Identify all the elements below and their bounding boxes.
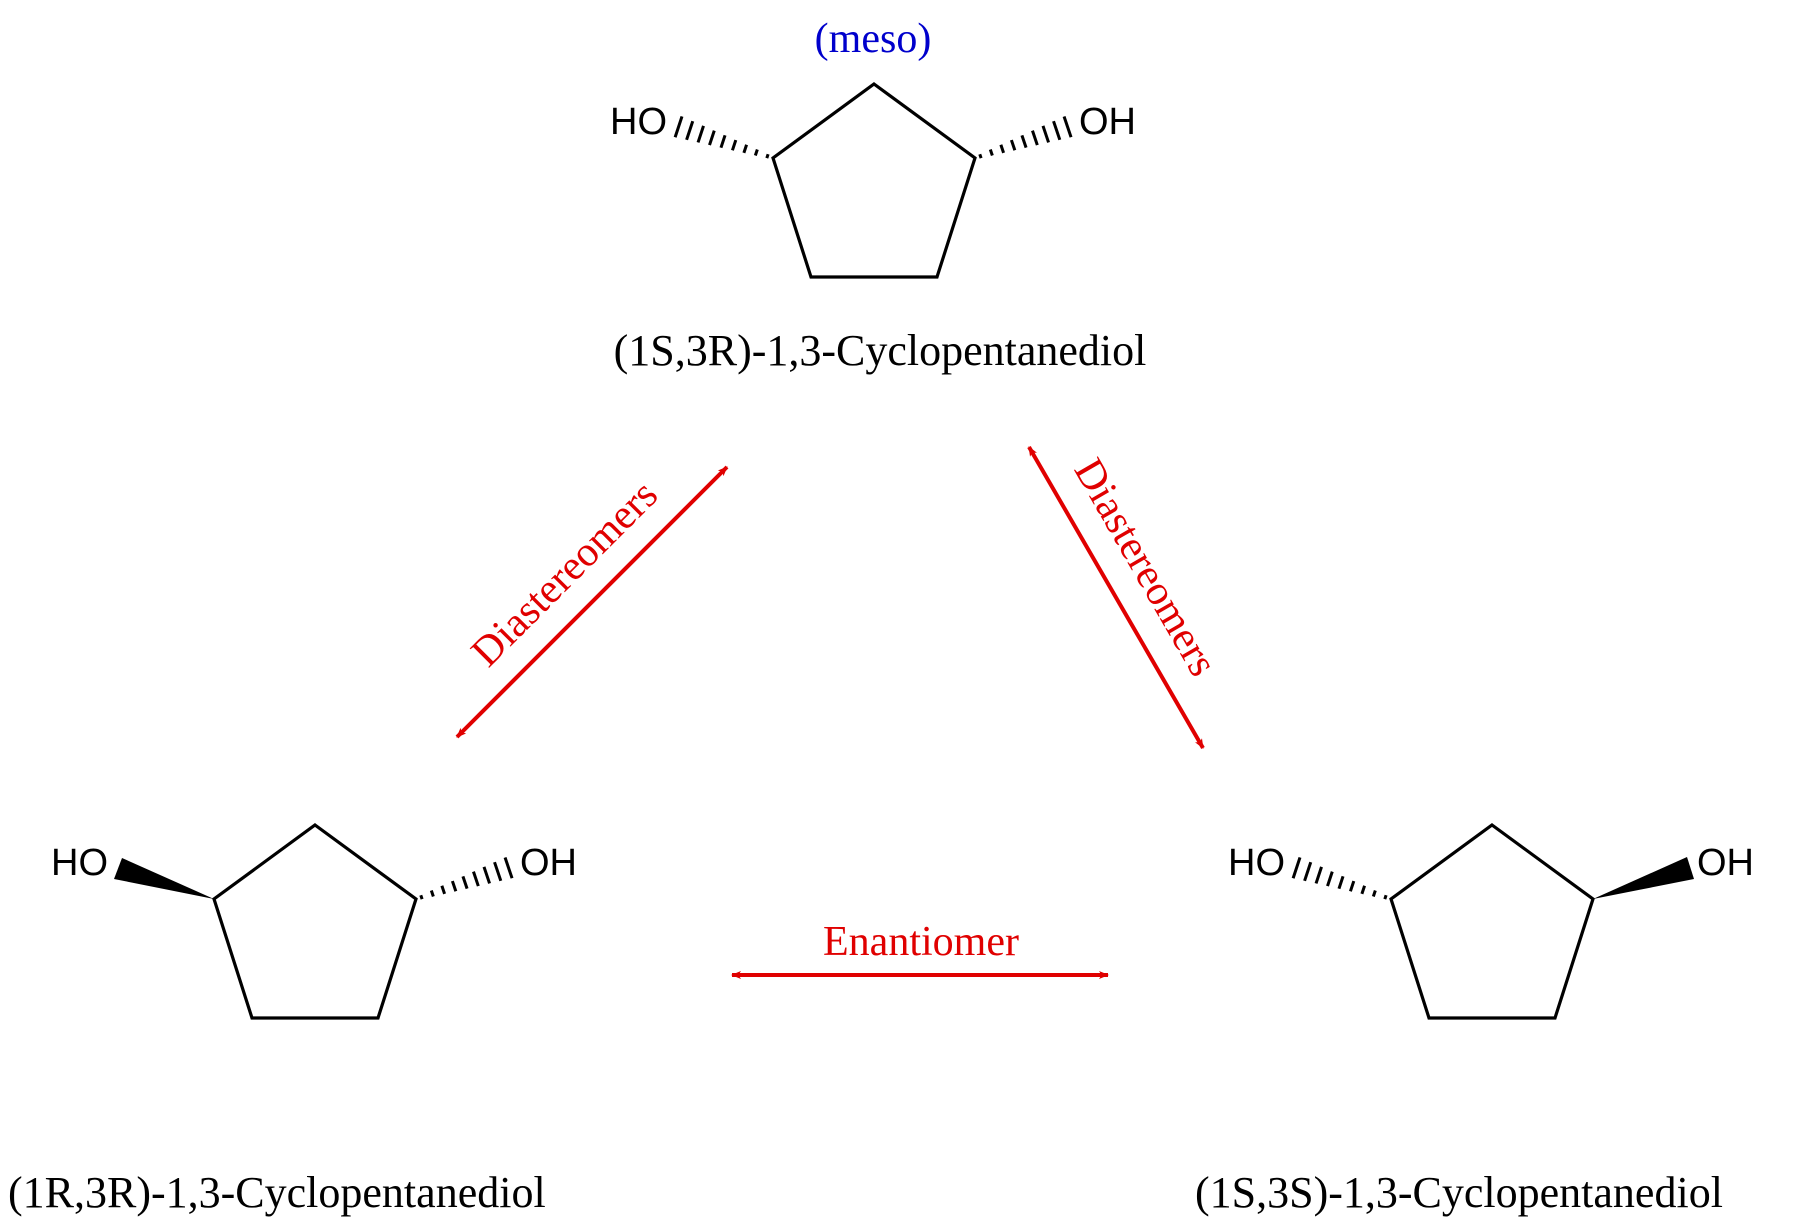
hash-stroke	[503, 856, 514, 879]
hash-stroke	[1371, 890, 1377, 897]
meso-label: (meso)	[815, 16, 932, 62]
hash-stroke	[719, 134, 727, 149]
cyclopentane-ring	[771, 82, 977, 279]
hash-stroke	[1020, 134, 1028, 149]
hash-stroke	[1314, 866, 1323, 884]
hash-stroke	[429, 890, 435, 897]
hash-stroke	[730, 139, 738, 151]
hash-stroke	[978, 153, 983, 159]
hash-stroke	[419, 894, 424, 900]
hash-stroke	[440, 885, 447, 895]
hashed-bond-left	[1291, 856, 1388, 900]
hash-stroke	[482, 866, 491, 884]
hash-stroke	[765, 153, 770, 159]
hydroxyl-right-label: OH	[1697, 842, 1754, 884]
hashed-bond-right	[419, 856, 514, 900]
hash-stroke	[1303, 861, 1313, 882]
molecule-bottom-left: HO OH	[51, 823, 577, 1020]
molecule-name-bottom-left: (1R,3R)-1,3-Cyclopentanediol	[8, 1168, 546, 1217]
hash-stroke	[673, 115, 684, 138]
hash-stroke	[999, 144, 1006, 154]
molecule-name-top: (1S,3R)-1,3-Cyclopentanediol	[614, 326, 1147, 375]
cyclopentane-ring	[1389, 823, 1595, 1020]
relation-top-to-right: Diastereomers	[1027, 445, 1226, 750]
hydroxyl-right-label: OH	[1079, 101, 1136, 143]
hydroxyl-left-label: HO	[610, 101, 667, 143]
double-arrow-diastereomers-left	[455, 465, 729, 739]
wedge-bond-left	[114, 858, 214, 899]
hash-stroke	[1291, 856, 1302, 879]
relation-left-to-right: Enantiomer	[731, 919, 1109, 979]
double-arrow-diastereomers-right	[1027, 445, 1205, 750]
molecule-top: (meso) HO OH	[610, 16, 1136, 279]
hash-stroke	[1337, 875, 1345, 890]
hash-stroke	[742, 144, 748, 154]
cyclopentane-ring	[212, 823, 418, 1020]
hash-stroke	[1348, 880, 1356, 892]
hash-stroke	[1031, 130, 1039, 146]
hash-stroke	[1052, 120, 1062, 141]
hashed-bond-right	[978, 115, 1073, 159]
hydroxyl-right-label: OH	[520, 842, 577, 884]
hydroxyl-left-label: HO	[1228, 842, 1285, 884]
hash-stroke	[685, 120, 695, 141]
hash-stroke	[1009, 139, 1017, 151]
hash-stroke	[450, 880, 458, 892]
hash-stroke	[1360, 885, 1366, 895]
hash-stroke	[696, 125, 705, 143]
hash-stroke	[493, 861, 503, 882]
hash-stroke	[708, 130, 716, 146]
hash-stroke	[988, 149, 994, 156]
relation-label-diastereomers-left: Diastereomers	[463, 472, 667, 676]
hash-stroke	[1062, 115, 1073, 138]
hash-stroke	[753, 149, 759, 156]
hash-stroke	[472, 871, 480, 887]
hash-stroke	[461, 875, 469, 890]
hash-stroke	[1383, 894, 1388, 900]
hash-stroke	[1041, 125, 1050, 143]
molecule-bottom-right: HO OH	[1228, 823, 1754, 1020]
wedge-bond-right	[1593, 857, 1694, 899]
hydroxyl-left-label: HO	[51, 842, 108, 884]
molecule-name-bottom-right: (1S,3S)-1,3-Cyclopentanediol	[1195, 1168, 1723, 1217]
hash-stroke	[1326, 871, 1334, 887]
relation-top-to-left: Diastereomers	[455, 465, 729, 739]
relation-label-enantiomer: Enantiomer	[823, 919, 1019, 965]
hashed-bond-left	[673, 115, 770, 159]
